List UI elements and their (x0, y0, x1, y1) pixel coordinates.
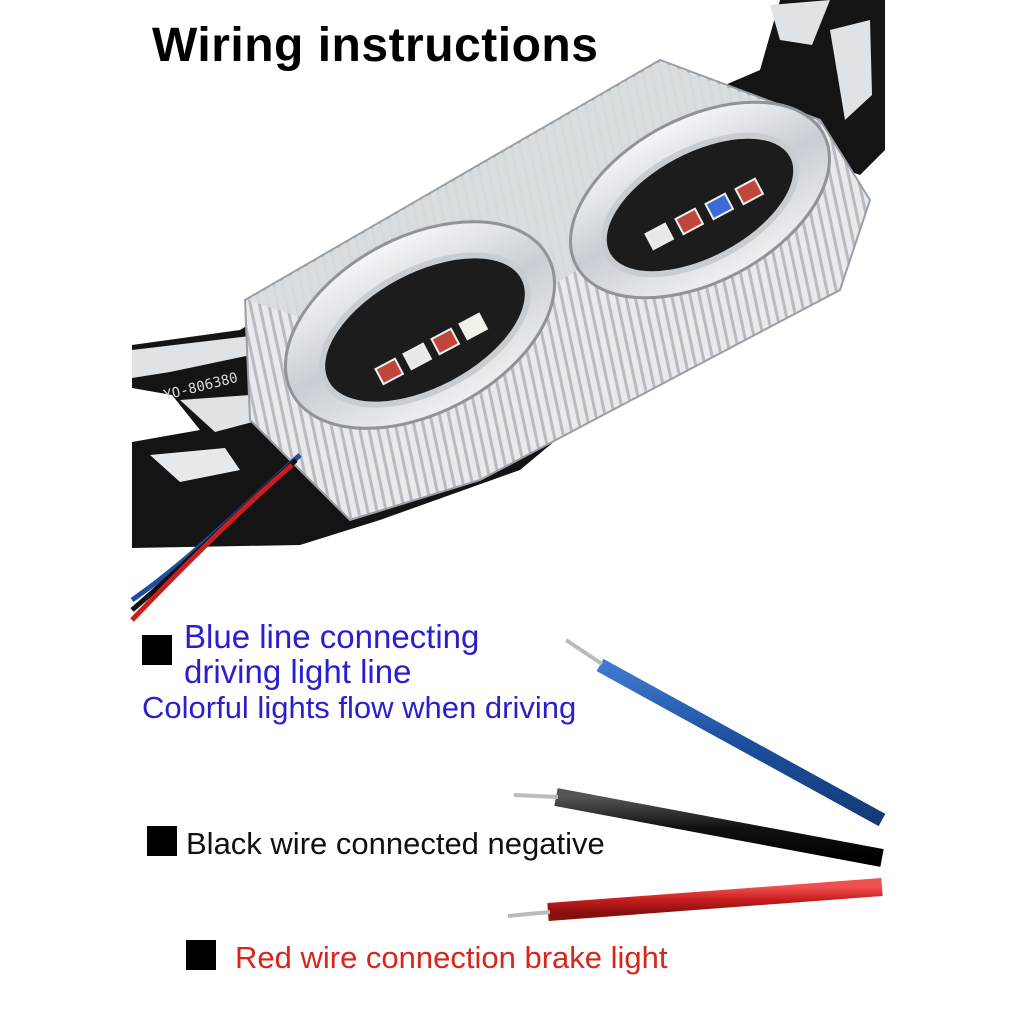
red-wire-label: Red wire connection brake light (235, 940, 668, 975)
red-bullet-square (186, 940, 216, 970)
blue-wire-label-line1: Blue line connecting (184, 618, 480, 655)
black-wire (513, 788, 884, 867)
red-wire (507, 878, 883, 921)
blue-wire-label-line2: driving light line (184, 653, 412, 690)
black-wire-label: Black wire connected negative (186, 826, 605, 861)
page-title: Wiring instructions (152, 19, 599, 72)
right-lens (569, 100, 831, 300)
light-housing (243, 58, 872, 522)
left-lens (283, 220, 557, 430)
blue-wire-description: Colorful lights flow when driving (142, 690, 577, 725)
cable-bundle (130, 453, 302, 622)
black-bullet-square (147, 826, 177, 856)
blue-bullet-square (142, 635, 172, 665)
blue-wire (564, 638, 886, 827)
